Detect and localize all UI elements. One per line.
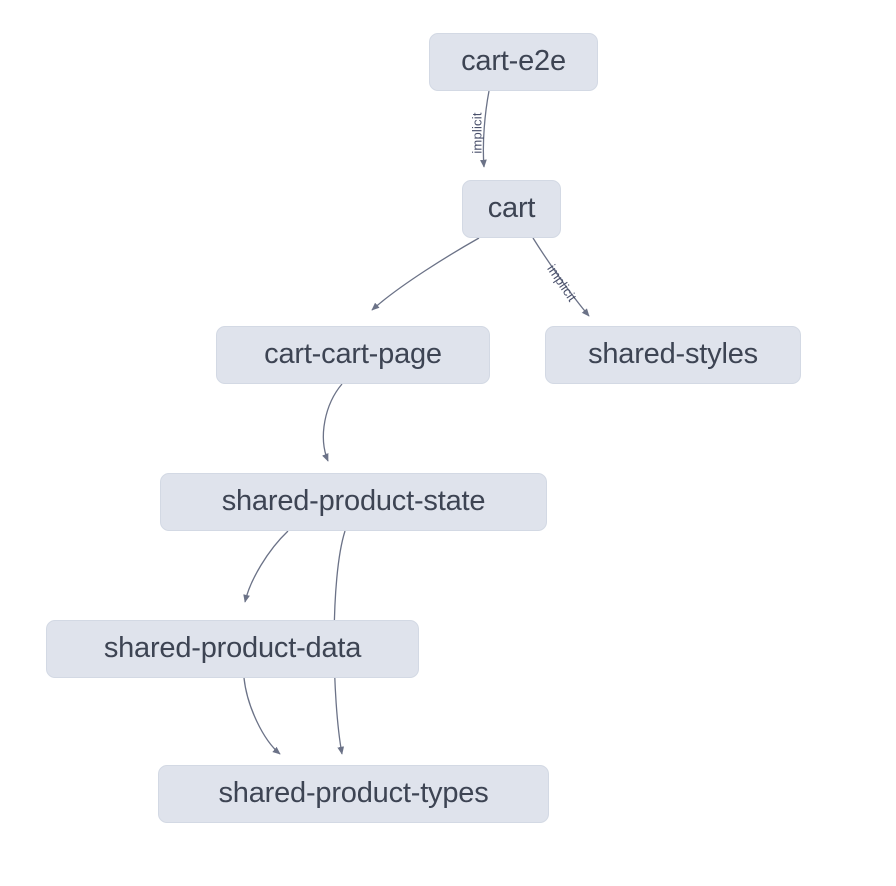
node-label: shared-product-data (103, 631, 362, 664)
node-label: cart (487, 191, 536, 224)
edge-label-implicit-cart-e2e-to-cart: implicit (469, 112, 485, 154)
edge-cart-e2e-to-cart (480, 90, 490, 168)
node-label: shared-product-types (218, 776, 489, 809)
node-shared-product-types[interactable]: shared-product-types (158, 765, 549, 823)
node-shared-styles[interactable]: shared-styles (545, 326, 801, 384)
edge-cart-cart-page-to-shared-product-state (322, 383, 343, 462)
node-shared-product-data[interactable]: shared-product-data (46, 620, 419, 678)
edge-shared-product-data-to-shared-product-types (243, 677, 281, 755)
node-label: shared-styles (588, 337, 758, 370)
edge-cart-to-shared-styles (532, 237, 590, 317)
node-label: cart-e2e (461, 44, 566, 77)
node-cart-cart-page[interactable]: cart-cart-page (216, 326, 490, 384)
node-label: cart-cart-page (264, 337, 442, 370)
node-cart-e2e[interactable]: cart-e2e (429, 33, 598, 91)
node-shared-product-state[interactable]: shared-product-state (160, 473, 547, 531)
node-label: shared-product-state (221, 484, 486, 517)
edge-cart-to-cart-cart-page (371, 237, 480, 311)
edge-shared-product-state-to-shared-product-data (243, 530, 289, 603)
node-cart[interactable]: cart (462, 180, 561, 238)
